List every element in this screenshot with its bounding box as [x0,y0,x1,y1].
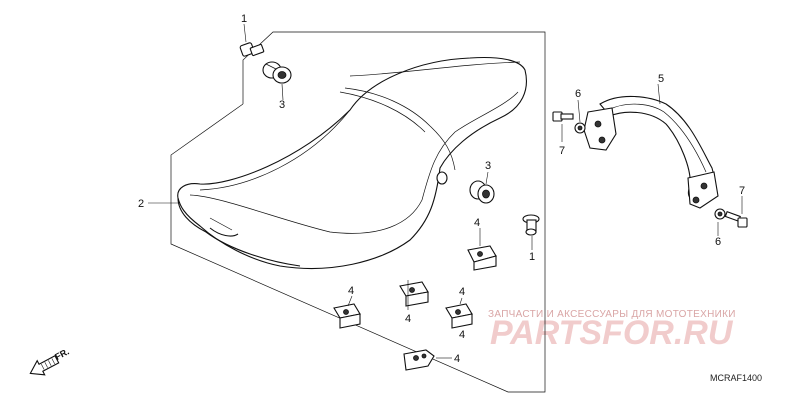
clip-part-b [399,281,429,307]
callout-3-right: 3 [485,160,491,172]
watermark-tagline: ЗАПЧАСТИ И АКСЕССУАРЫ ДЛЯ МОТОТЕХНИКИ [488,309,736,320]
clip-part-c [333,303,361,329]
callout-5: 5 [658,73,664,85]
clip-part-d [445,303,473,329]
callout-6-left: 6 [575,88,581,100]
seat-part [177,56,527,269]
bolt-right-small-part [724,211,748,228]
watermark-logo: PARTSFOR.RU [490,314,734,352]
callout-7-left: 7 [559,145,565,157]
callout-1-top: 1 [241,13,247,25]
grab-rail-part [583,95,719,209]
watermark: PARTSFOR.RU ЗАПЧАСТИ И АКСЕССУАРЫ ДЛЯ МО… [488,309,736,352]
assembly-frame [170,31,546,393]
grommet-right-part [469,180,495,204]
callout-7-right: 7 [739,185,745,197]
callout-4-c: 4 [459,286,465,298]
callout-4-d: 4 [405,313,411,325]
callout-4-a: 4 [474,217,480,229]
callout-4-b: 4 [348,285,354,297]
bolt-top-part [239,42,265,57]
collar-left-part [574,122,586,134]
callout-1-right: 1 [529,251,535,263]
clip-part-a [467,245,497,271]
bolt-right-part [522,214,540,236]
callout-4-f: 4 [454,353,460,365]
callout-3-top: 3 [279,99,285,111]
collar-right-part [714,208,726,220]
clip-part-e [403,349,435,371]
grommet-top-part [262,61,292,84]
callout-6-right: 6 [715,236,721,248]
diagram-part-code: MCRAF1400 [710,373,762,383]
front-direction-indicator: FR. [29,346,71,376]
leader-lines [148,23,743,359]
callouts: 1 3 2 3 4 1 4 4 4 4 4 5 6 7 7 6 [138,13,745,365]
front-arrow-icon [29,355,60,376]
callout-4-e: 4 [459,329,465,341]
bolt-left-part [552,111,574,122]
callout-2: 2 [138,198,144,210]
front-label: FR. [53,346,70,362]
